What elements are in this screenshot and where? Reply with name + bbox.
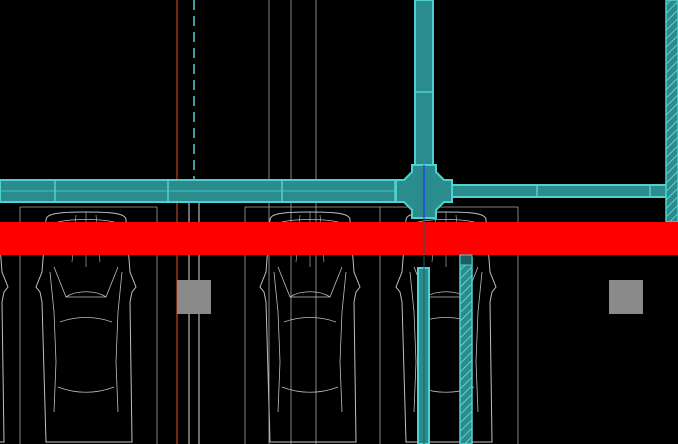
highlight-band xyxy=(0,222,678,255)
hatched-wall-right xyxy=(665,0,678,223)
duct-fitting-cross xyxy=(395,164,453,219)
hatched-riser xyxy=(459,254,473,444)
parking-stalls xyxy=(19,206,519,444)
horizontal-duct-right xyxy=(449,184,671,198)
column-square-1 xyxy=(177,280,211,314)
column-square-2 xyxy=(609,280,643,314)
horizontal-duct-main xyxy=(0,179,411,203)
vertical-duct-top xyxy=(414,0,434,166)
